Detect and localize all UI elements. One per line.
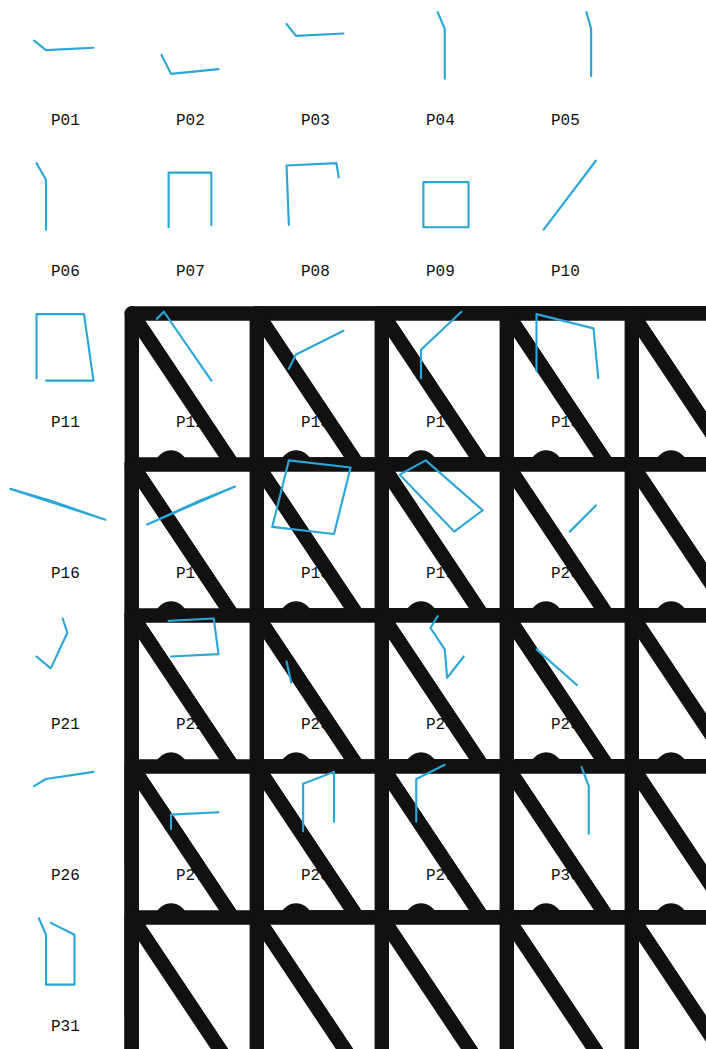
figure-label: P15 [551, 414, 580, 433]
figure-label: P18 [301, 565, 330, 584]
figure-label: P29 [426, 867, 455, 886]
figure-label: P16 [51, 565, 80, 584]
die [303, 772, 706, 1049]
figure-label: P14 [426, 414, 455, 433]
figure-label: P23 [301, 716, 330, 735]
figure-label: P26 [51, 867, 80, 886]
figure-label: P25 [551, 716, 580, 735]
die [582, 767, 706, 1049]
die [537, 649, 706, 1049]
die [39, 918, 706, 1049]
figure-label: P21 [51, 716, 80, 735]
figure-label: P03 [301, 112, 330, 131]
figure-label: P06 [51, 263, 80, 282]
figure-label: P19 [426, 565, 455, 584]
figure-label: P02 [176, 112, 205, 131]
figure-label: P05 [551, 112, 580, 131]
figure-label: P07 [176, 263, 205, 282]
die [34, 772, 706, 1049]
figure-label: P11 [51, 414, 80, 433]
figure-label: P22 [176, 716, 205, 735]
figure-label: P20 [551, 565, 580, 584]
figure-label: P28 [301, 867, 330, 886]
figure-label: P17 [176, 565, 205, 584]
figure-label: P31 [51, 1018, 80, 1037]
figure-label: P10 [551, 263, 580, 282]
die [416, 765, 706, 1049]
die [171, 812, 706, 1049]
figure-label: P04 [426, 112, 455, 131]
figure-label: P27 [176, 867, 205, 886]
figure-label: P09 [426, 263, 455, 282]
figure-label: P30 [551, 867, 580, 886]
figure-label: P24 [426, 716, 455, 735]
figure-label: P08 [301, 263, 330, 282]
figure-label: P01 [51, 112, 80, 131]
figure-label: P12 [176, 414, 205, 433]
figure-label: P13 [301, 414, 330, 433]
